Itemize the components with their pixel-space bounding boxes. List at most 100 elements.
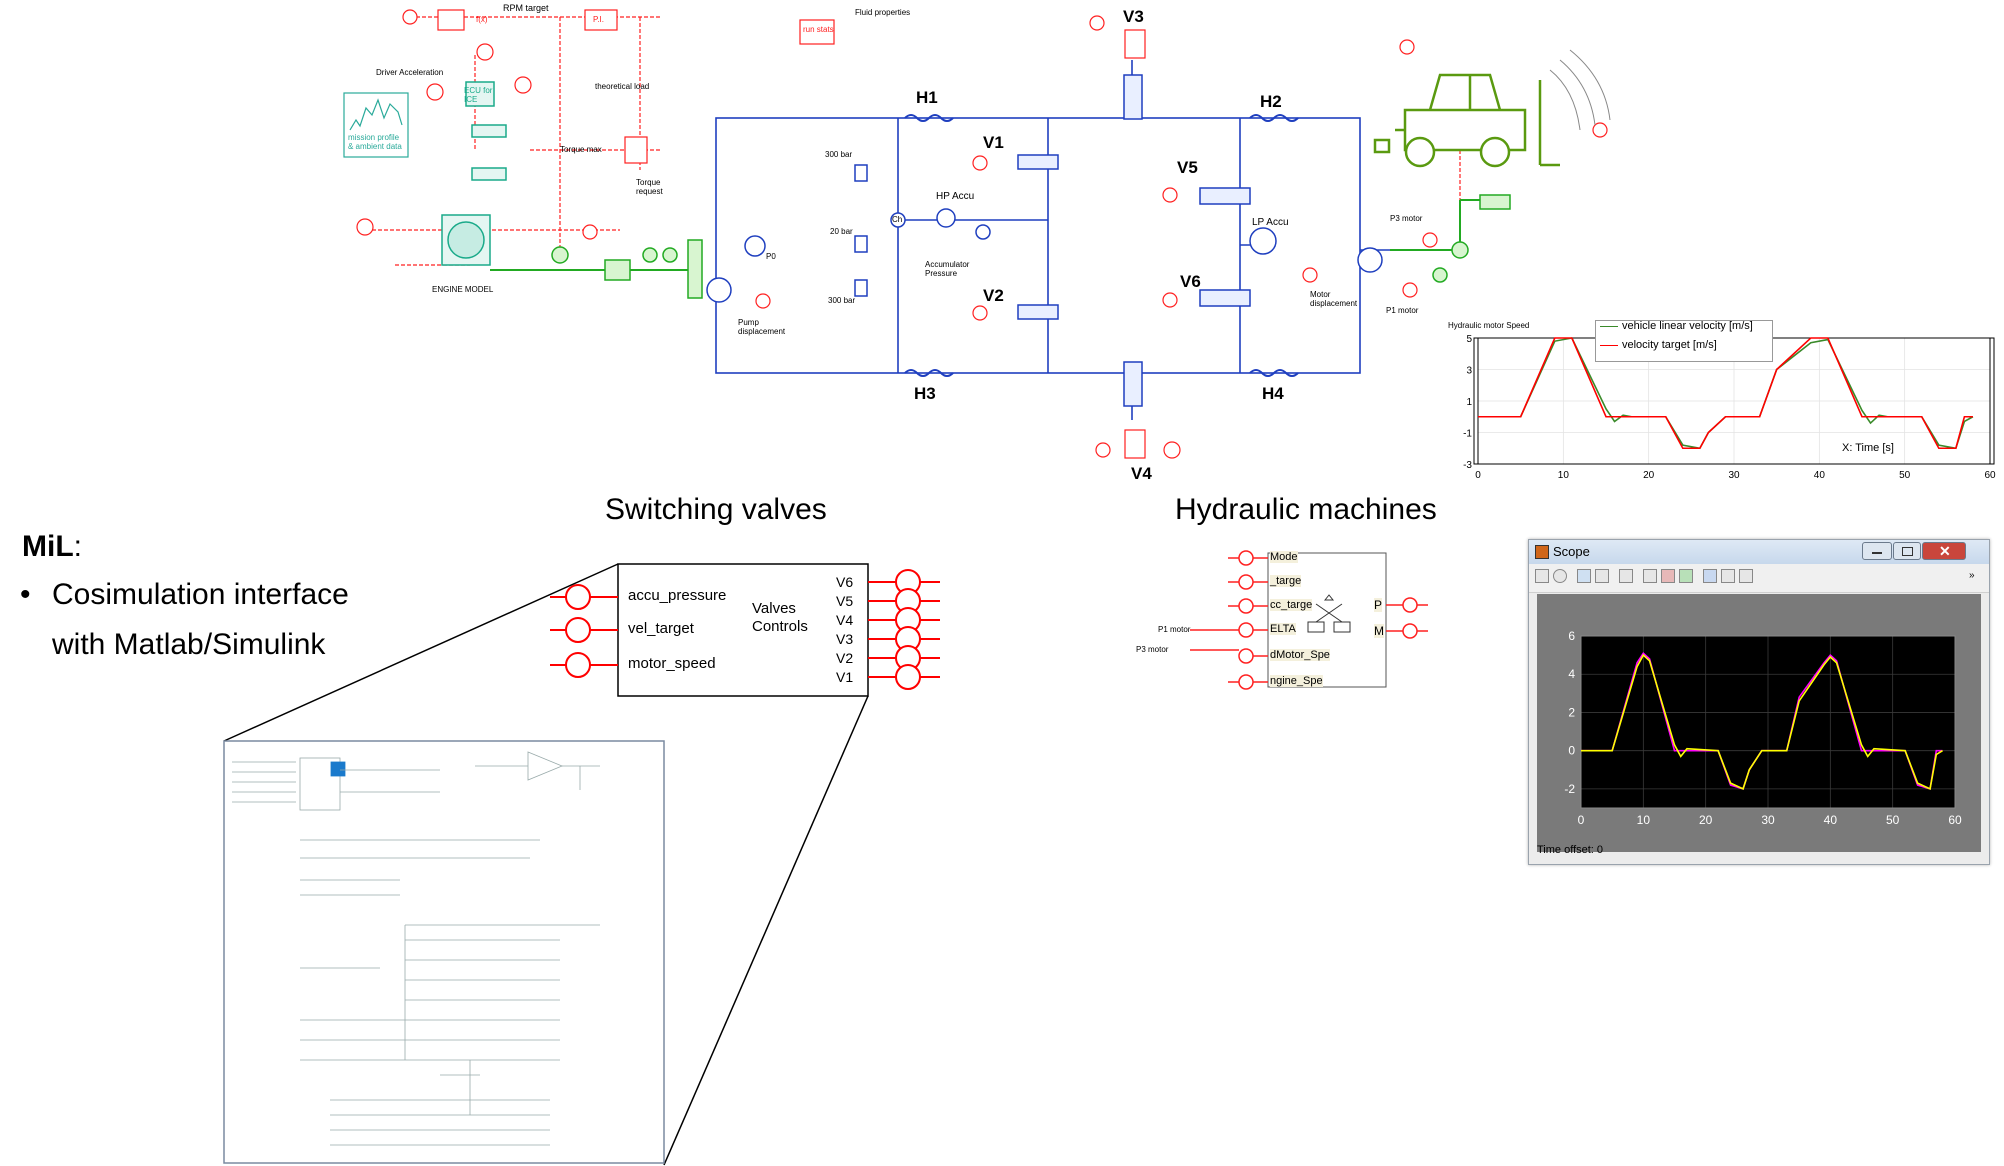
x-tick-label: 20 <box>1643 470 1655 481</box>
signal-selection-icon[interactable] <box>1739 569 1753 583</box>
legend-label: velocity target [m/s] <box>1622 339 1717 351</box>
label-h2: H2 <box>1260 92 1282 111</box>
label-motor-displacement: Motor displacement <box>1310 290 1358 308</box>
x-tick-label: 40 <box>1814 470 1826 481</box>
label-v5: V5 <box>1177 158 1198 177</box>
label-p3-motor: P3 motor <box>1390 214 1423 223</box>
machines-input-label: dMotor_Spe <box>1270 649 1330 661</box>
autoscale-icon[interactable] <box>1643 569 1657 583</box>
settings-icon[interactable] <box>1553 569 1567 583</box>
minimize-button[interactable] <box>1862 542 1892 560</box>
label-h1: H1 <box>916 88 938 107</box>
simulink-contents <box>232 751 600 1146</box>
label-p1-motor: P1 motor <box>1386 306 1419 315</box>
label-300bar-b: 300 bar <box>828 296 856 305</box>
mil-title: MiL: <box>22 530 82 564</box>
label-p0: P0 <box>766 252 776 261</box>
valves-input-label: vel_target <box>628 620 694 637</box>
machines-output-ports <box>1386 597 1428 639</box>
maximize-button[interactable] <box>1893 542 1921 560</box>
valves-output-label: V3 <box>836 631 854 647</box>
x-tick-label: 50 <box>1899 470 1911 481</box>
close-button[interactable]: ✕ <box>1922 542 1966 560</box>
valves-controls-block <box>617 563 869 697</box>
label-fluid-properties: Fluid properties <box>855 8 911 17</box>
signal-sources <box>356 9 1608 459</box>
pump-motor-symbols <box>706 164 1383 303</box>
y-tick-label: -3 <box>1463 460 1472 471</box>
label-h4: H4 <box>1262 384 1284 403</box>
close-icon: ✕ <box>1939 543 1951 559</box>
speed-chart-legend: vehicle linear velocity [m/s] velocity t… <box>1595 320 1773 362</box>
drivetrain-components <box>551 194 1511 299</box>
float-icon[interactable] <box>1703 569 1717 583</box>
machines-input-label: _targe <box>1270 575 1302 587</box>
zoom-y-icon[interactable] <box>1619 569 1633 583</box>
scope-title: Scope <box>1553 544 1590 559</box>
label-f1: f(x) <box>476 15 488 24</box>
machines-output-label: M <box>1374 624 1384 638</box>
drivetrain-shaft <box>490 199 1510 271</box>
valves-output-label: V5 <box>836 593 854 609</box>
machines-p1-motor-label: P1 motor <box>1158 625 1191 634</box>
label-mission-profile: mission profile & ambient data <box>348 133 402 151</box>
y-tick-label: -1 <box>1463 429 1472 440</box>
engine-model <box>441 81 507 266</box>
label-theoretical-load: theoretical load <box>595 82 650 91</box>
valves-input-label: accu_pressure <box>628 587 727 604</box>
x-tick-label: 60 <box>1984 470 1996 481</box>
save-axes-icon[interactable] <box>1661 569 1675 583</box>
hose-symbols <box>904 114 1299 377</box>
forklift <box>1373 73 1560 168</box>
scope-plot-area <box>1537 594 1981 852</box>
valves-output-label: V1 <box>836 669 854 685</box>
machines-inner-tree <box>1307 594 1351 633</box>
label-accumulator-pressure: Accumulator Pressure <box>925 260 970 278</box>
x-tick-label: 10 <box>1558 470 1570 481</box>
simulink-preview <box>223 740 665 1164</box>
hydraulic-machines-heading: Hydraulic machines <box>1175 493 1437 526</box>
label-run-stats: run stats <box>803 25 834 34</box>
label-v1: V1 <box>983 133 1004 152</box>
machines-p3-motor-label: P3 motor <box>1136 645 1169 654</box>
scope-titlebar[interactable]: Scope ✕ <box>1529 540 1989 564</box>
print-icon[interactable] <box>1535 569 1549 583</box>
mil-line2: with Matlab/Simulink <box>52 628 326 661</box>
label-rpm-target: RPM target <box>503 3 549 13</box>
speed-chart-xlabel: X: Time [s] <box>1842 442 1894 454</box>
mil-colon: : <box>73 530 82 563</box>
label-hp-accu: HP Accu <box>936 191 975 202</box>
series-line <box>1478 337 1973 450</box>
label-ch: Ch <box>892 215 903 224</box>
label-f2: P.I. <box>593 15 604 24</box>
valves-output-label: V4 <box>836 612 854 628</box>
label-torque-max: Torque max <box>560 145 602 154</box>
valves-input-ports <box>550 584 618 678</box>
y-tick-label: 3 <box>1466 366 1472 377</box>
y-tick-label: 1 <box>1466 397 1472 408</box>
hydraulic-circuit <box>715 60 1390 420</box>
label-lp-accu: LP Accu <box>1252 217 1289 228</box>
mil-bullet: • <box>20 578 31 611</box>
legend-label: vehicle linear velocity [m/s] <box>1622 320 1753 332</box>
lock-icon[interactable] <box>1721 569 1735 583</box>
label-v6: V6 <box>1180 272 1201 291</box>
label-300bar-a: 300 bar <box>825 150 853 159</box>
machines-block <box>1267 552 1387 688</box>
label-20bar: 20 bar <box>830 227 853 236</box>
valves-output-ports <box>868 569 940 690</box>
toolbar-overflow-icon[interactable]: » <box>1969 570 1975 581</box>
label-v4: V4 <box>1131 464 1152 483</box>
minimize-icon <box>1872 552 1882 554</box>
zoom-in-icon[interactable] <box>1577 569 1591 583</box>
machines-input-label: cc_targe <box>1270 599 1313 611</box>
machines-input-ports <box>1190 550 1268 690</box>
zoom-x-icon[interactable] <box>1595 569 1609 583</box>
valves-input-label: motor_speed <box>628 655 716 672</box>
mil-line1: Cosimulation interface <box>52 578 349 611</box>
zoom-lines <box>223 563 869 1166</box>
label-torque-request: Torque request <box>636 178 663 196</box>
x-tick-label: 0 <box>1475 470 1481 481</box>
restore-axes-icon[interactable] <box>1679 569 1693 583</box>
